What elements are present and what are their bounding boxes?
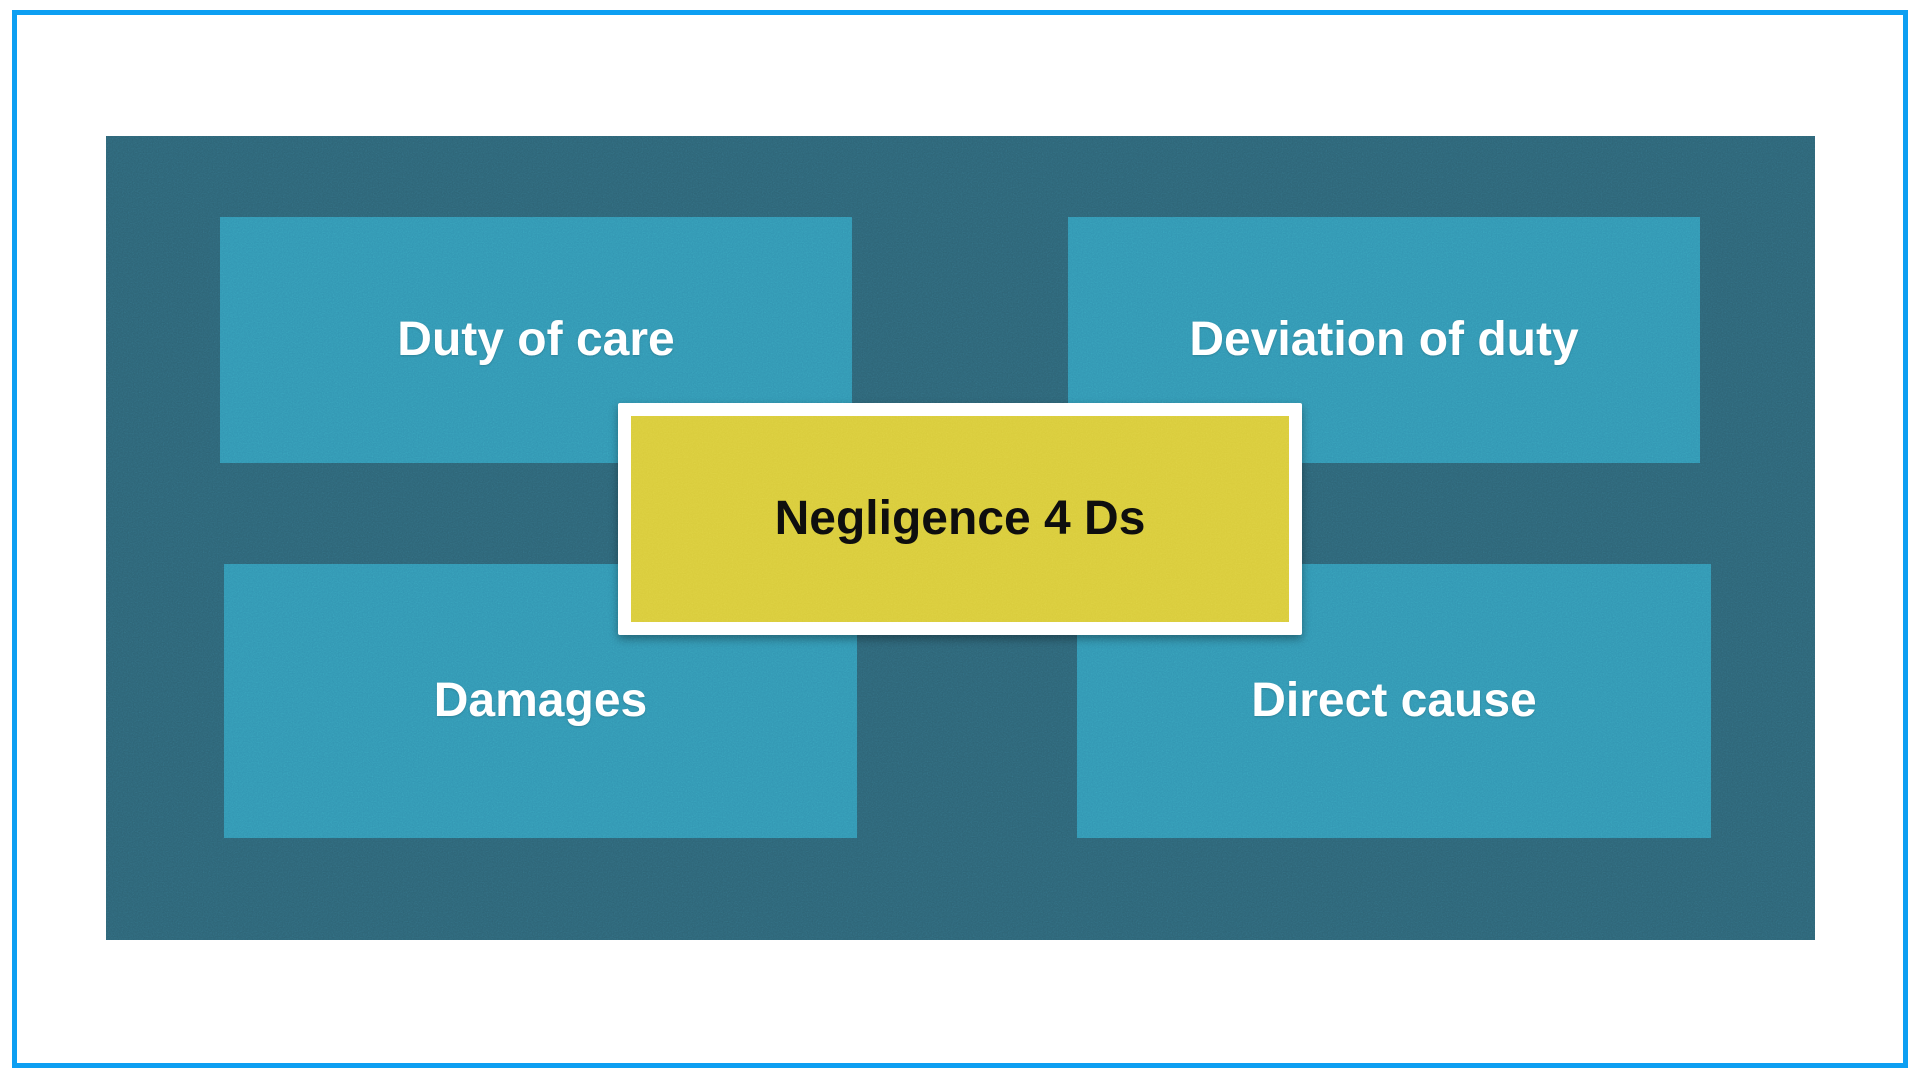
center-title-box-fill: Negligence 4 Ds <box>631 416 1289 622</box>
center-title-label: Negligence 4 Ds <box>774 492 1146 545</box>
quadrant-deviation-of-duty-label: Deviation of duty <box>1189 313 1579 366</box>
quadrant-duty-of-care-label: Duty of care <box>397 313 675 366</box>
quadrant-damages-label: Damages <box>433 674 648 727</box>
center-title-box: Negligence 4 Ds <box>618 403 1302 635</box>
quadrant-direct-cause-label: Direct cause <box>1251 674 1537 727</box>
